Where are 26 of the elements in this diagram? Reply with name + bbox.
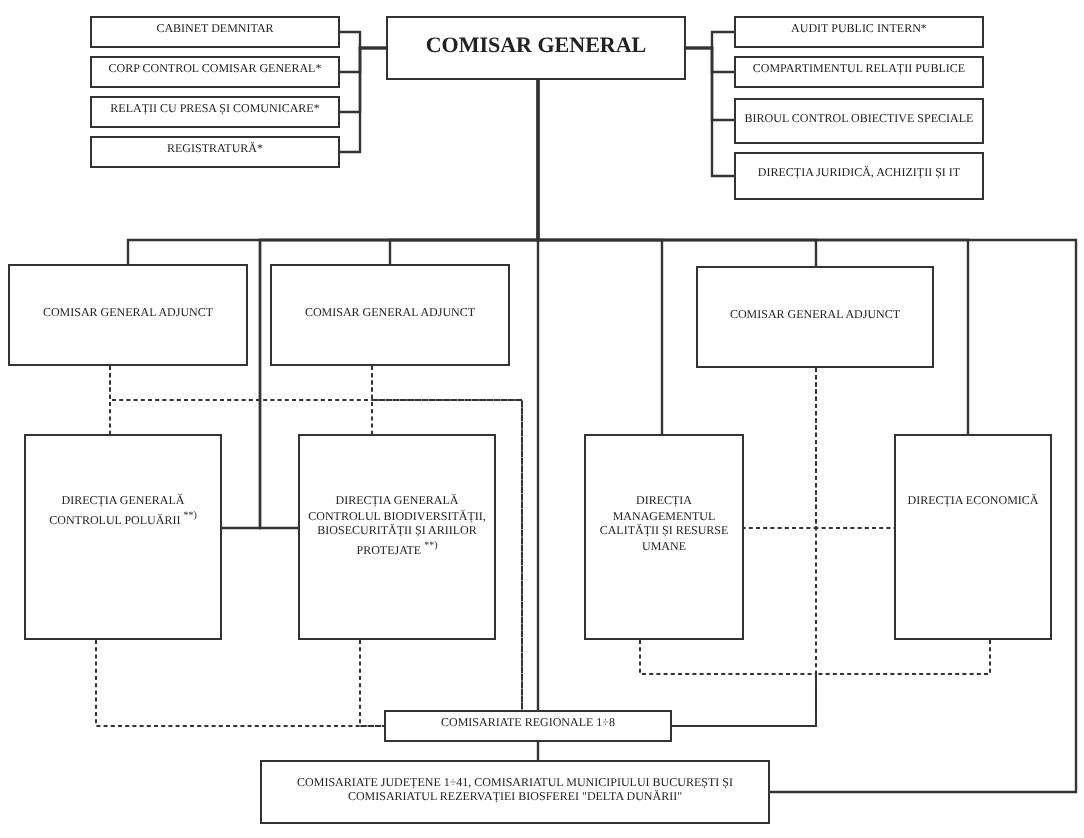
connector-line [340, 46, 386, 154]
dotted-connector [671, 639, 991, 727]
head-office-box [386, 16, 686, 80]
org-unit-box [696, 266, 934, 368]
org-unit-box [270, 264, 510, 366]
org-unit-box [894, 434, 1052, 640]
org-unit-box [90, 16, 340, 48]
org-unit-box [24, 434, 222, 640]
org-unit-box [90, 96, 340, 128]
dotted-connector [359, 639, 385, 727]
unit-title: COMISAR GENERAL [425, 34, 647, 62]
connector-line [536, 80, 1078, 794]
org-unit-box [734, 152, 984, 200]
org-unit-box [734, 16, 984, 48]
org-unit-box [298, 434, 496, 640]
org-unit-box [384, 710, 672, 742]
connector-line [686, 46, 734, 178]
org-unit-box [584, 434, 744, 640]
org-unit-box [8, 264, 248, 366]
org-unit-box [734, 56, 984, 88]
org-unit-box [90, 56, 340, 88]
org-unit-box [90, 136, 340, 168]
org-unit-box [734, 98, 984, 144]
dotted-connector [639, 639, 817, 727]
dotted-connector [95, 639, 385, 727]
org-unit-box [260, 760, 770, 824]
